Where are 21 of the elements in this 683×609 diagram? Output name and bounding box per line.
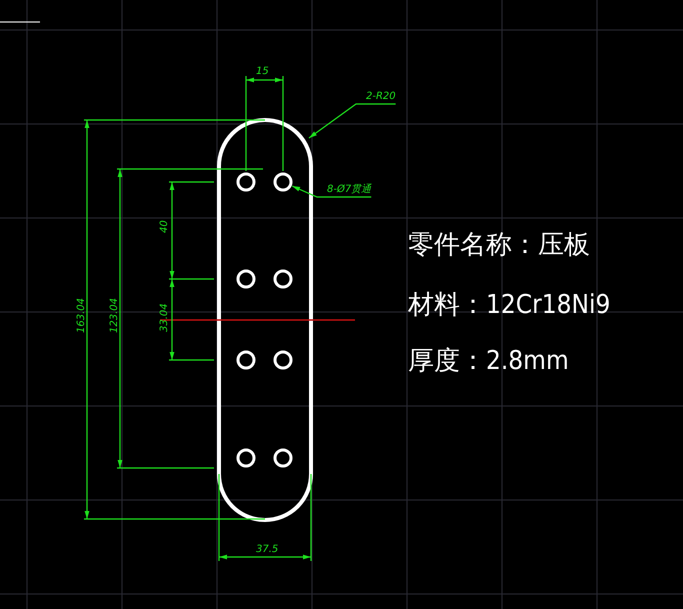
hole bbox=[236, 448, 256, 468]
hole bbox=[236, 270, 256, 288]
hole bbox=[274, 448, 292, 468]
dimension-value: 33.04 bbox=[160, 303, 170, 332]
leader-note: 8-Ø7贯通 bbox=[327, 185, 372, 195]
part-info-text: 材料：12Cr18Ni9 bbox=[408, 292, 610, 318]
leader-line bbox=[308, 103, 396, 138]
hole bbox=[274, 350, 292, 370]
dimension-value: 123.04 bbox=[110, 298, 120, 333]
part-info-text: 厚度：2.8mm bbox=[408, 348, 569, 374]
dimension-value: 163.04 bbox=[77, 298, 87, 333]
dimension-value: 15 bbox=[256, 67, 269, 77]
hole bbox=[236, 172, 256, 192]
leader-note: 2-R20 bbox=[366, 92, 396, 102]
hole bbox=[274, 172, 292, 192]
leader-line bbox=[292, 185, 372, 198]
dimension-value: 37.5 bbox=[256, 545, 278, 555]
hole bbox=[236, 350, 256, 370]
part-info-text: 零件名称：压板 bbox=[408, 232, 590, 258]
dimension-value: 40 bbox=[160, 220, 170, 233]
hole bbox=[274, 270, 292, 288]
